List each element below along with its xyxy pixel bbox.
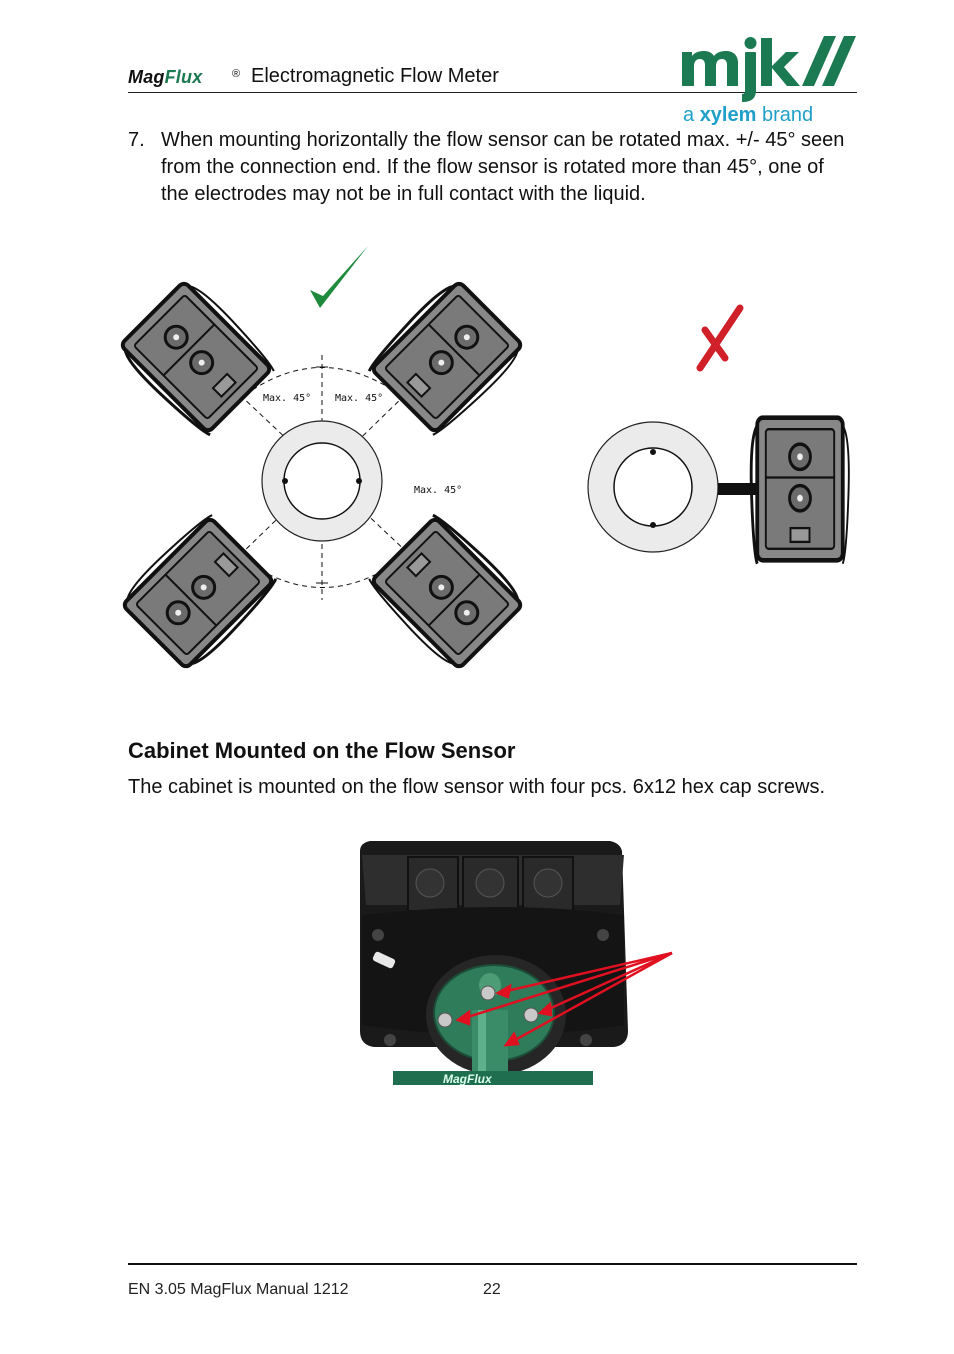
step-number: 7. — [128, 129, 145, 151]
tagline-a: a — [683, 104, 700, 126]
page-number: 22 — [483, 1281, 501, 1298]
mjk-logo-icon — [682, 36, 856, 102]
cabinet-top-left — [120, 277, 278, 439]
angle-ticks — [316, 366, 328, 584]
section-title: Cabinet Mounted on the Flow Sensor — [128, 738, 516, 763]
logo-tagline: a xylem brand — [683, 104, 813, 127]
cabinet-bottom-left — [120, 511, 280, 673]
footer-rule — [128, 1263, 857, 1265]
page-header: MagFlux ® Electromagnetic Flow Meter — [128, 62, 857, 94]
header-rule — [128, 92, 857, 93]
tagline-xylem: xylem — [699, 104, 757, 126]
cabinet-photo: MagFlux — [348, 835, 678, 1086]
sensor-neck-bad — [718, 483, 758, 495]
cabinet-top-right — [365, 277, 527, 439]
header-title: Electromagnetic Flow Meter — [251, 65, 499, 87]
tagline-brand: brand — [756, 104, 814, 126]
label-max-left: Max. 45° — [263, 393, 311, 404]
mounting-diagram: Max. 45° Max. 45° Max. 45° — [120, 235, 860, 675]
sensor-bore-bad — [613, 447, 693, 527]
mounting-diagram-svg: Max. 45° Max. 45° Max. 45° — [120, 246, 860, 675]
footer-document-id: EN 3.05 MagFlux Manual 1212 — [128, 1281, 349, 1298]
photo-label: MagFlux — [443, 1072, 493, 1085]
brand-flux: Flux — [164, 67, 203, 87]
check-mark-icon — [310, 246, 368, 308]
brand-mag: Mag — [128, 67, 165, 87]
cabinet-horizontal — [751, 418, 849, 564]
mjk-logo — [680, 32, 860, 132]
cabinet-bottom-right — [365, 511, 527, 673]
sensor-bore-ok — [283, 442, 361, 520]
registered-mark: ® — [232, 68, 241, 80]
screw-arrows — [455, 951, 673, 1047]
step-text: When mounting horizontally the flow sens… — [161, 129, 845, 205]
label-max-lower: Max. 45° — [414, 485, 462, 496]
cross-mark-icon — [696, 304, 744, 372]
magflux-brand: MagFlux — [128, 67, 202, 88]
section-body: The cabinet is mounted on the flow senso… — [128, 776, 826, 798]
label-max-right: Max. 45° — [335, 393, 383, 404]
cabinet-photo-svg: MagFlux — [348, 835, 678, 1086]
